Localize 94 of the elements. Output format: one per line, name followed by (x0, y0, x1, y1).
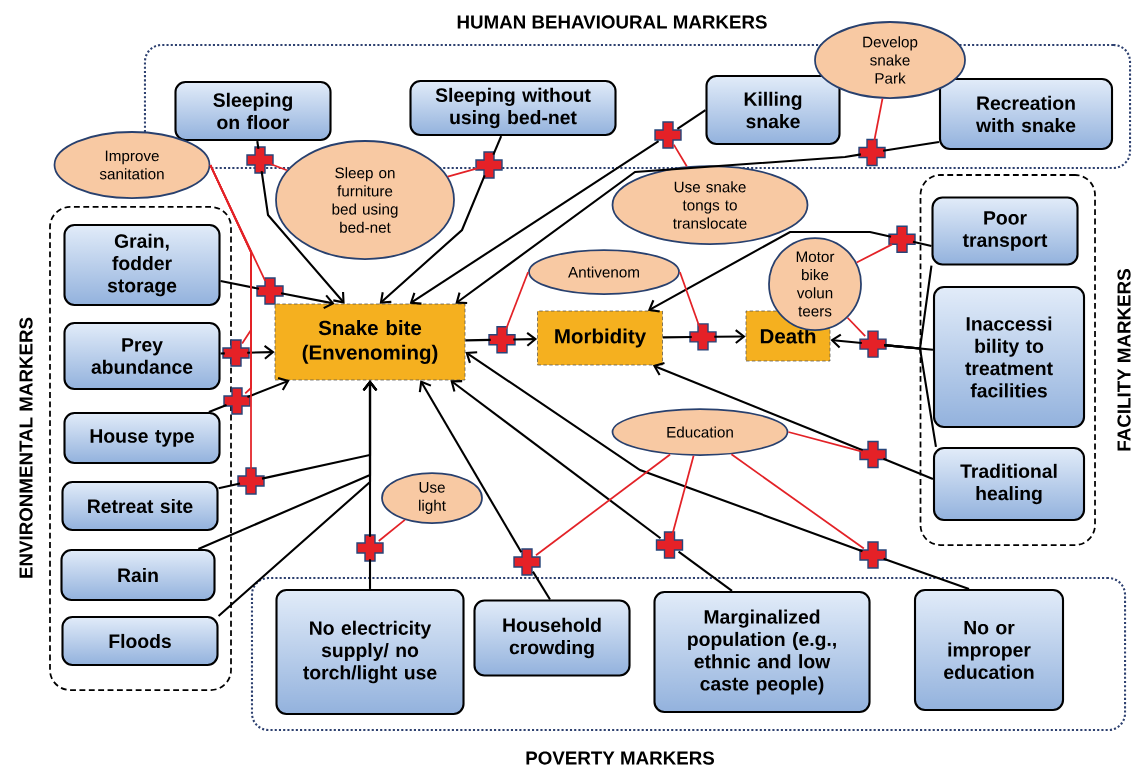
connector-line (672, 143, 688, 168)
factor-box: Prey abundance (63, 321, 221, 391)
arrow (450, 380, 662, 540)
connector-line (256, 140, 260, 150)
arrow (647, 230, 892, 313)
factor-box: Sleeping on floor (174, 80, 332, 142)
arrow (362, 380, 378, 537)
outcome-box: Morbidity (537, 310, 663, 366)
group-heading: FACILITY MARKERS (1117, 269, 1131, 451)
intervention-oval: Antivenom (528, 249, 680, 295)
intervention-oval: Use snake tongs to translocate (611, 165, 809, 245)
connector-line (368, 559, 372, 589)
factor-box: Grain, fodder storage (63, 223, 221, 307)
arrow (379, 174, 486, 304)
connector-line (730, 453, 865, 550)
connector-line (883, 557, 970, 590)
arrow (465, 351, 863, 553)
cross-mark (655, 531, 684, 559)
connector-line (218, 482, 241, 490)
arrow (409, 140, 660, 305)
connector-line (465, 338, 491, 342)
arrow (830, 333, 862, 349)
intervention-oval: Develop snake Park (814, 21, 966, 99)
connector-line (505, 271, 529, 331)
arrow (513, 331, 538, 347)
arrow (652, 362, 863, 452)
connector-line (677, 550, 733, 592)
cross-mark (859, 330, 887, 358)
intervention-oval: Use light (381, 472, 483, 524)
cross-mark (256, 277, 284, 305)
cross-mark (222, 339, 250, 367)
cross-mark (223, 387, 251, 415)
connector-line (679, 271, 701, 328)
group-heading: POVERTY MARKERS (526, 751, 714, 765)
connector-line (220, 352, 225, 355)
cross-mark (859, 440, 887, 469)
connector-line (676, 109, 707, 130)
factor-box: Poor transport (931, 196, 1079, 266)
connector-line (446, 167, 480, 178)
factor-box: Traditional healing (932, 446, 1086, 522)
cross-mark (246, 146, 274, 174)
cross-mark (237, 467, 265, 495)
connector-line (269, 163, 288, 172)
connector-line (671, 454, 695, 536)
cross-mark (356, 534, 384, 562)
cross-mark (859, 541, 887, 569)
arrow (247, 376, 290, 398)
intervention-oval: Education (611, 408, 789, 456)
connector-line (535, 453, 671, 557)
connector-line (492, 135, 503, 156)
factor-box: Retreat site (61, 480, 219, 532)
cross-mark (475, 151, 503, 179)
connector-line (787, 431, 864, 453)
arrow (247, 344, 275, 360)
connector-line (209, 164, 252, 471)
factor-box: Sleeping without using bed-net (409, 79, 617, 137)
arrow (260, 170, 345, 304)
intervention-oval: Sleep on furniture bed using bed-net (275, 140, 455, 260)
cross-mark (513, 548, 541, 576)
cross-mark (654, 121, 682, 149)
connector-line (882, 141, 940, 152)
group-heading: HUMAN BEHAVIOURAL MARKERS (457, 15, 767, 29)
connector-line (884, 344, 937, 448)
connector-line (377, 519, 406, 542)
factor-box: No or improper education (913, 588, 1065, 712)
factor-box: No electricity supply/ no torch/light use (275, 588, 465, 716)
arrow (455, 153, 862, 305)
connector-line (846, 316, 867, 337)
group-heading: ENVIRONMENTAL MARKERS (19, 317, 33, 578)
factor-box: Recreation with snake (938, 77, 1114, 151)
factor-box: Inaccessi bility to treatment facilities (932, 285, 1086, 429)
cross-mark (888, 225, 916, 253)
factor-box: House type (63, 411, 221, 465)
connector-line (883, 457, 934, 480)
connector-line (220, 279, 260, 290)
factor-box: Rain (60, 548, 216, 602)
arrow (418, 380, 523, 553)
connector-line (873, 97, 884, 143)
arrow (280, 292, 335, 309)
connector-line (208, 404, 227, 413)
factor-box: Marginalized population (e.g., ethnic and low caste people) (653, 590, 871, 714)
cross-mark (689, 323, 717, 351)
connector-line (912, 240, 932, 248)
connector-line (855, 243, 893, 264)
connector-line (532, 571, 551, 600)
outcome-box: Snake bite (Envenoming) (274, 303, 466, 381)
cross-mark (488, 326, 516, 354)
factor-box: Floods (61, 615, 219, 667)
cross-mark (858, 138, 886, 167)
arrow (714, 329, 746, 344)
intervention-oval: Improve sanitation (53, 131, 211, 199)
factor-box: Household crowding (473, 599, 631, 677)
connector-line (662, 335, 692, 339)
factor-box: Killing snake (705, 74, 841, 146)
